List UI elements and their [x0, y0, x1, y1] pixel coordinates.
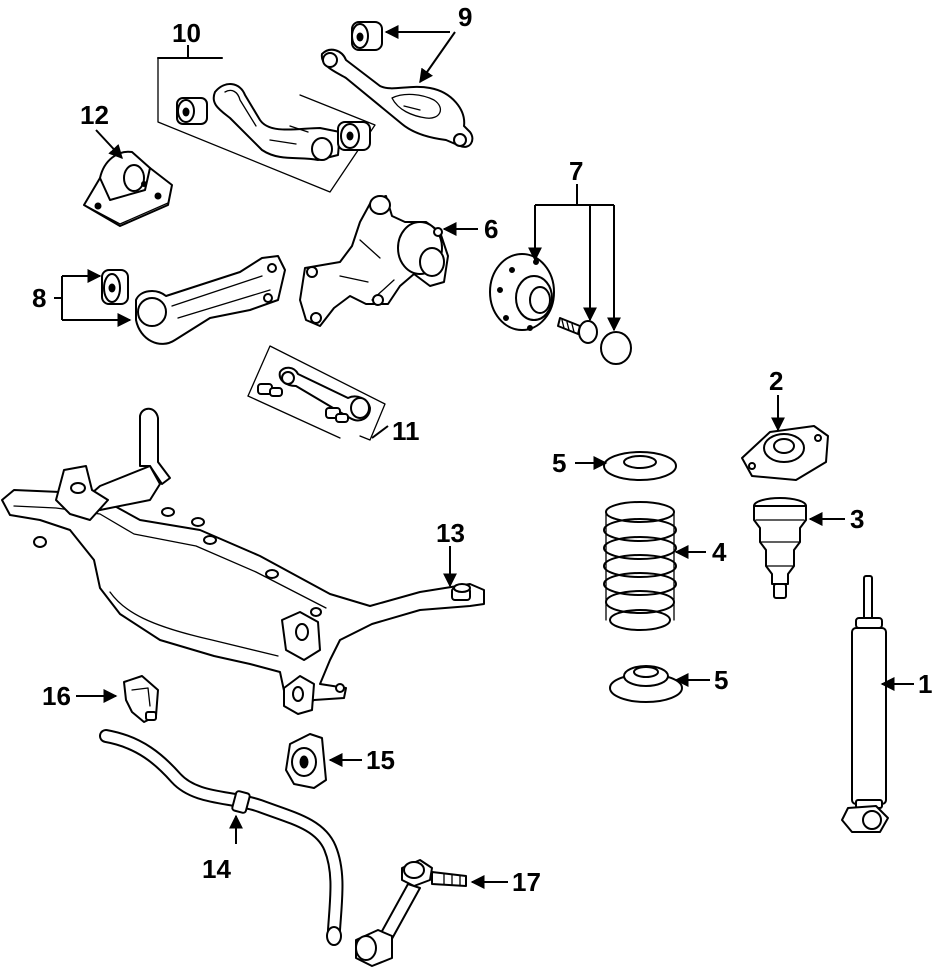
callout-4: 4 [712, 537, 727, 567]
callout-12: 12 [80, 100, 109, 130]
callout-13: 13 [436, 518, 465, 548]
callout-labels: 9 10 12 6 7 8 11 5 2 3 4 13 5 1 16 15 14… [32, 2, 932, 897]
knuckle-part-6 [299, 195, 449, 327]
leader-lines [54, 25, 914, 889]
lower-control-arm-part-9 [320, 21, 474, 148]
hub-assembly-part-7 [489, 253, 632, 365]
bump-stop-part-3 [753, 497, 807, 599]
coil-spring-part-4 [603, 501, 677, 631]
callout-2: 2 [769, 366, 783, 396]
stabilizer-bracket-part-16 [123, 675, 159, 723]
callout-3: 3 [850, 504, 864, 534]
callout-8: 8 [32, 283, 46, 313]
callout-7: 7 [569, 156, 583, 186]
mount-part-12 [83, 150, 173, 227]
stabilizer-bar-part-14 [99, 729, 344, 946]
callout-9: 9 [458, 2, 472, 32]
shock-absorber-part-1 [841, 575, 889, 833]
callout-15: 15 [366, 745, 395, 775]
callout-6: 6 [484, 214, 498, 244]
lateral-link-part-11 [247, 345, 386, 441]
callout-5-lower: 5 [714, 665, 728, 695]
strut-mount-part-2 [741, 425, 829, 481]
callout-1: 1 [918, 669, 932, 699]
bolt-part-13 [451, 583, 471, 601]
rear-subframe [1, 407, 485, 715]
upper-control-arm-part-10 [157, 57, 376, 193]
trailing-arm-part-8 [101, 255, 286, 345]
spring-seat-upper-part-5 [603, 451, 677, 481]
stabilizer-bushing-part-15 [285, 733, 327, 789]
callout-11: 11 [392, 416, 420, 446]
stabilizer-link-part-17 [355, 859, 467, 967]
callout-5-upper: 5 [552, 448, 566, 478]
callout-16: 16 [42, 681, 71, 711]
callout-14: 14 [202, 854, 231, 884]
callout-10: 10 [172, 18, 201, 48]
spring-seat-lower-part-5 [609, 665, 683, 703]
callout-17: 17 [512, 867, 541, 897]
